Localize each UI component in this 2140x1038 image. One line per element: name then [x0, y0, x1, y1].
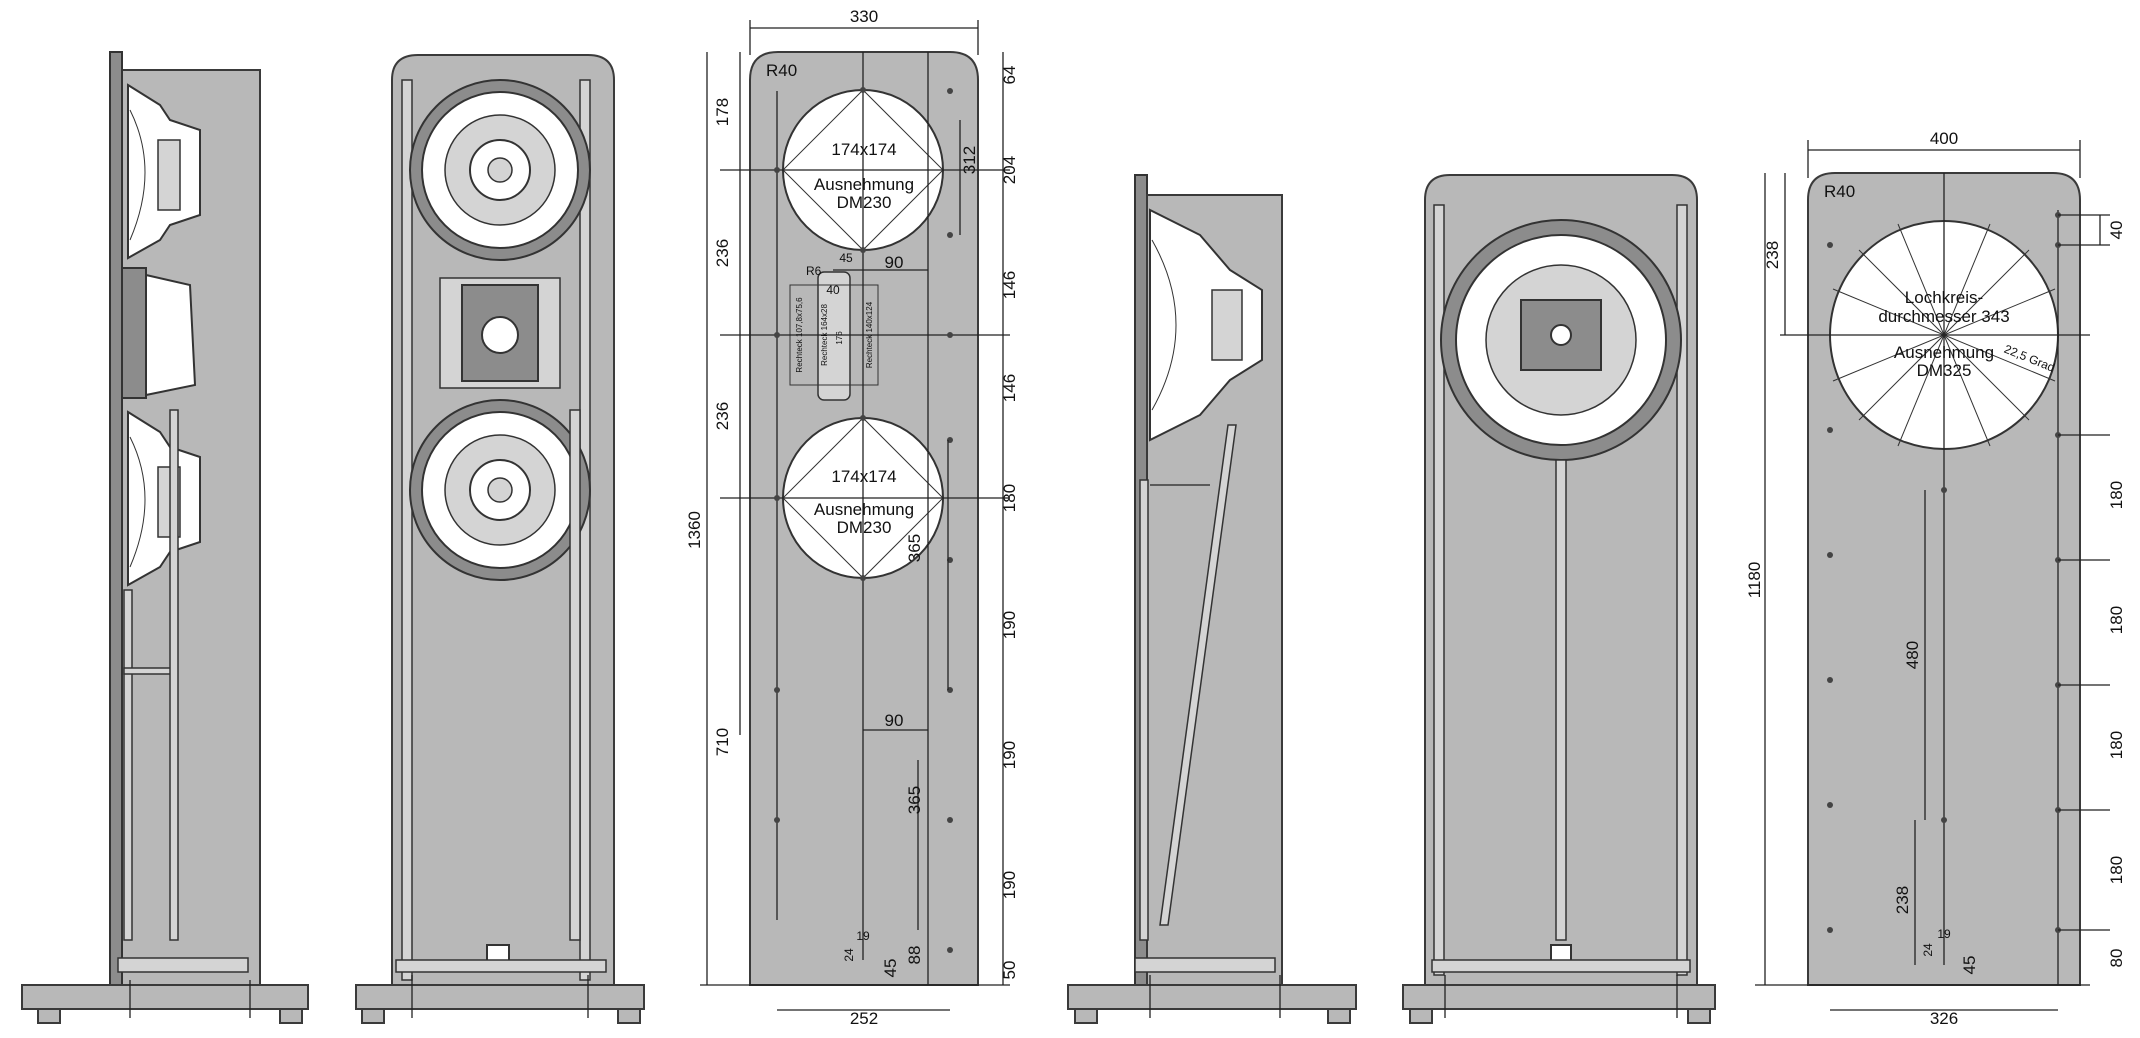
dim-190c: 190: [1000, 871, 1019, 899]
front-baffle: [109, 51, 123, 988]
rect-mid-label: Rechteck 164x28: [820, 304, 829, 366]
dim-365a: 365: [905, 534, 924, 562]
radius-label: R40: [1824, 182, 1855, 201]
cutout-bottom-label: Ausnehmung: [814, 500, 914, 519]
dim-236b: 236: [713, 402, 732, 430]
dim-45: 45: [1960, 956, 1979, 975]
radius-label: R40: [766, 61, 797, 80]
dim-146a: 146: [1000, 271, 1019, 299]
dim-204: 204: [1000, 156, 1019, 184]
dim-24: 24: [1921, 943, 1935, 957]
woofer-profile-lower: [127, 410, 201, 587]
dim-710: 710: [713, 728, 732, 756]
dim-312: 312: [960, 146, 979, 174]
dim-238a: 238: [1763, 241, 1782, 269]
dim-50: 50: [1000, 961, 1019, 980]
dim-19: 19: [1937, 927, 1951, 941]
diagonal-brace: [1159, 424, 1237, 926]
dim-400: 400: [1930, 129, 1958, 148]
brace-rod: [123, 589, 133, 941]
short-cabinet-front-view: [1402, 174, 1716, 1024]
tweeter-horn-side: [121, 267, 147, 399]
tweeter-slot: [817, 271, 851, 401]
tall-cabinet-front-view: [355, 54, 645, 1024]
plinth: [355, 984, 645, 1010]
dim-90a: 90: [885, 253, 904, 272]
dim-330: 330: [850, 7, 878, 26]
woofer-large: [1440, 219, 1682, 461]
woofer-lower: [409, 399, 591, 581]
short-cabinet-side-view: [1067, 174, 1357, 1024]
cutout-bottom-size: 174x174: [831, 467, 896, 486]
dim-190b: 190: [1000, 741, 1019, 769]
rect-left-label: Rechteck 107,8x75,6: [795, 297, 804, 373]
dim-90b: 90: [885, 711, 904, 730]
dim-45b: 45: [881, 959, 900, 978]
plinth: [1402, 984, 1716, 1010]
short-baffle-drawing: 400 326 R40 Lochkreis- durchmesser 343 A…: [1745, 129, 2126, 1028]
dim-146b: 146: [1000, 374, 1019, 402]
dim-180a: 180: [2107, 481, 2126, 509]
dim-40: 40: [2107, 221, 2126, 240]
dim-178: 178: [713, 98, 732, 126]
plinth-top: [117, 957, 249, 973]
plinth: [1067, 984, 1357, 1010]
dim-236a: 236: [713, 239, 732, 267]
rect-right-label: Rechteck 140x124: [865, 301, 874, 368]
lochkreis-label-1: Lochkreis-: [1905, 288, 1983, 307]
woofer-upper: [409, 79, 591, 261]
dim-326: 326: [1930, 1009, 1958, 1028]
cutout-bottom-dm: DM230: [837, 518, 892, 537]
dim-238b: 238: [1893, 886, 1912, 914]
radius-r6: R6: [806, 264, 822, 278]
woofer-profile: [1149, 208, 1263, 442]
tweeter-profile: [145, 273, 197, 397]
dim-180b: 180: [2107, 606, 2126, 634]
tall-cabinet-side-view: [21, 51, 309, 1024]
cutout-top-dm: DM230: [837, 193, 892, 212]
dim-176: 176: [835, 331, 844, 345]
tweeter-horn: [439, 277, 561, 389]
dim-24: 24: [842, 948, 856, 962]
dim-19: 19: [856, 929, 870, 943]
lochkreis-label-2: durchmesser 343: [1878, 307, 2009, 326]
dim-252: 252: [850, 1009, 878, 1028]
cutout-top-size: 174x174: [831, 140, 896, 159]
dim-180c: 180: [2107, 731, 2126, 759]
cutout-top-label: Ausnehmung: [814, 175, 914, 194]
brace-bar: [123, 667, 175, 675]
dim-45a: 45: [839, 251, 853, 265]
cutout-dm: DM325: [1917, 361, 1972, 380]
dim-180: 180: [1000, 484, 1019, 512]
woofer-profile-upper: [127, 83, 201, 260]
dim-64: 64: [1000, 66, 1019, 85]
dim-480: 480: [1903, 641, 1922, 669]
dim-40: 40: [826, 283, 840, 297]
dim-365b: 365: [905, 786, 924, 814]
cutout-label: Ausnehmung: [1894, 343, 1994, 362]
dim-1180: 1180: [1745, 562, 1764, 599]
dim-1360: 1360: [685, 511, 704, 549]
dim-80: 80: [2107, 949, 2126, 968]
plinth: [21, 984, 309, 1010]
brace-rear: [169, 409, 179, 941]
dim-88: 88: [905, 946, 924, 965]
dim-180d: 180: [2107, 856, 2126, 884]
dim-190a: 190: [1000, 611, 1019, 639]
tall-baffle-drawing: 330 252 R40 174x174 Ausnehmung DM230 174…: [685, 7, 1019, 1028]
